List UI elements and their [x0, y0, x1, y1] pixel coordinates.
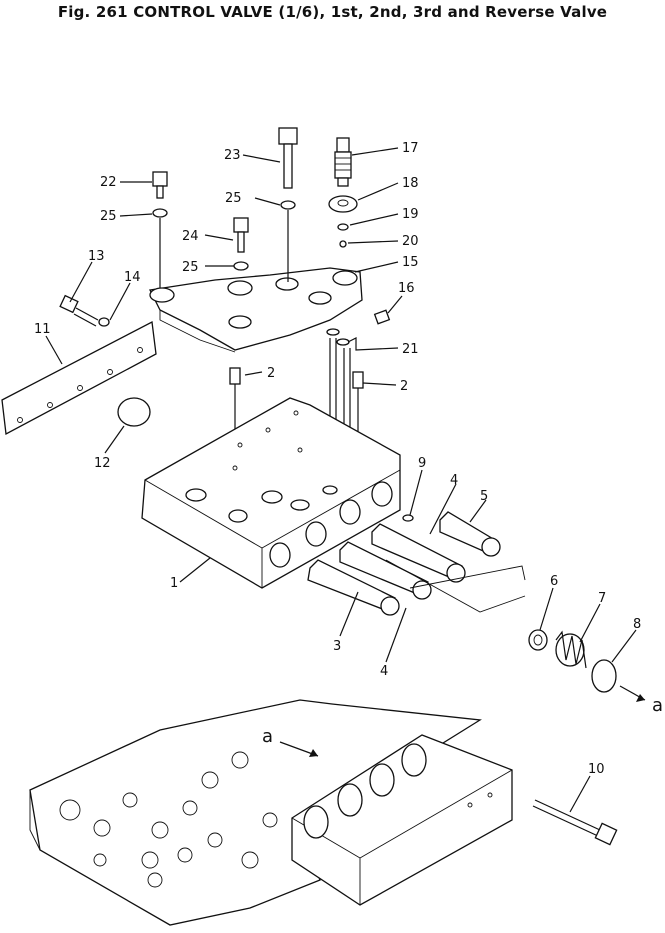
- callout-12: 12: [94, 456, 111, 471]
- callout-20: 20: [402, 234, 419, 249]
- callout-5: 5: [480, 489, 488, 504]
- flow-label-a-right: a: [652, 695, 663, 716]
- oring-8: [591, 659, 617, 693]
- callout-7: 7: [598, 591, 606, 606]
- callout-4-lower: 4: [380, 664, 388, 679]
- oring-21b: [336, 338, 350, 346]
- callout-4-upper: 4: [450, 473, 458, 488]
- spool-3: [307, 559, 400, 616]
- lower-valve-block: [291, 734, 513, 906]
- callout-24: 24: [182, 229, 199, 244]
- callout-1: 1: [170, 576, 178, 591]
- valve-body: [141, 397, 401, 589]
- callout-10: 10: [588, 762, 605, 777]
- nut-18: [328, 195, 358, 213]
- spring-7: [555, 630, 587, 669]
- spool-4-upper: [371, 523, 466, 583]
- callout-11: 11: [34, 322, 51, 337]
- callout-3: 3: [333, 639, 341, 654]
- bolt-13: [59, 294, 110, 327]
- callout-14: 14: [124, 270, 141, 285]
- plug-17: [334, 137, 352, 187]
- callout-25-a: 25: [100, 209, 117, 224]
- spool-4-lower: [339, 541, 432, 600]
- callout-16: 16: [398, 281, 415, 296]
- callout-25-b: 25: [225, 191, 242, 206]
- cover-plate: [149, 267, 363, 353]
- leader-lines: [45, 147, 637, 813]
- callout-2-left: 2: [267, 366, 275, 381]
- ball-19: [339, 240, 347, 248]
- callout-25-c: 25: [182, 260, 199, 275]
- bolt-24: [233, 217, 249, 271]
- callout-23: 23: [224, 148, 241, 163]
- callout-15: 15: [402, 255, 419, 270]
- oring-9: [402, 514, 414, 522]
- callout-18: 18: [402, 176, 419, 191]
- callout-9: 9: [418, 456, 426, 471]
- callout-22: 22: [100, 175, 117, 190]
- callout-19: 19: [402, 207, 419, 222]
- oring-12: [117, 397, 151, 427]
- flow-label-a-left: a: [262, 726, 273, 747]
- plug-16: [373, 309, 391, 325]
- bolt-22: [152, 171, 168, 288]
- page-title: Fig. 261 CONTROL VALVE (1/6), 1st, 2nd, …: [57, 3, 608, 21]
- callout-labels: 1 2 2 3 4 4 5 6 7 8 9 10 11 12 13 14 15 …: [34, 141, 663, 777]
- callout-6: 6: [550, 574, 558, 589]
- oring-21a: [326, 328, 340, 336]
- callout-13: 13: [88, 249, 105, 264]
- bolt-10: [532, 799, 618, 846]
- oring-20: [337, 223, 349, 231]
- callout-8: 8: [633, 617, 641, 632]
- spool-5: [439, 511, 501, 557]
- plug-6: [528, 629, 548, 651]
- callout-2-right: 2: [400, 379, 408, 394]
- bolt-23: [278, 127, 298, 282]
- callout-21: 21: [402, 342, 419, 357]
- callout-17: 17: [402, 141, 419, 156]
- gasket-11: [1, 320, 157, 436]
